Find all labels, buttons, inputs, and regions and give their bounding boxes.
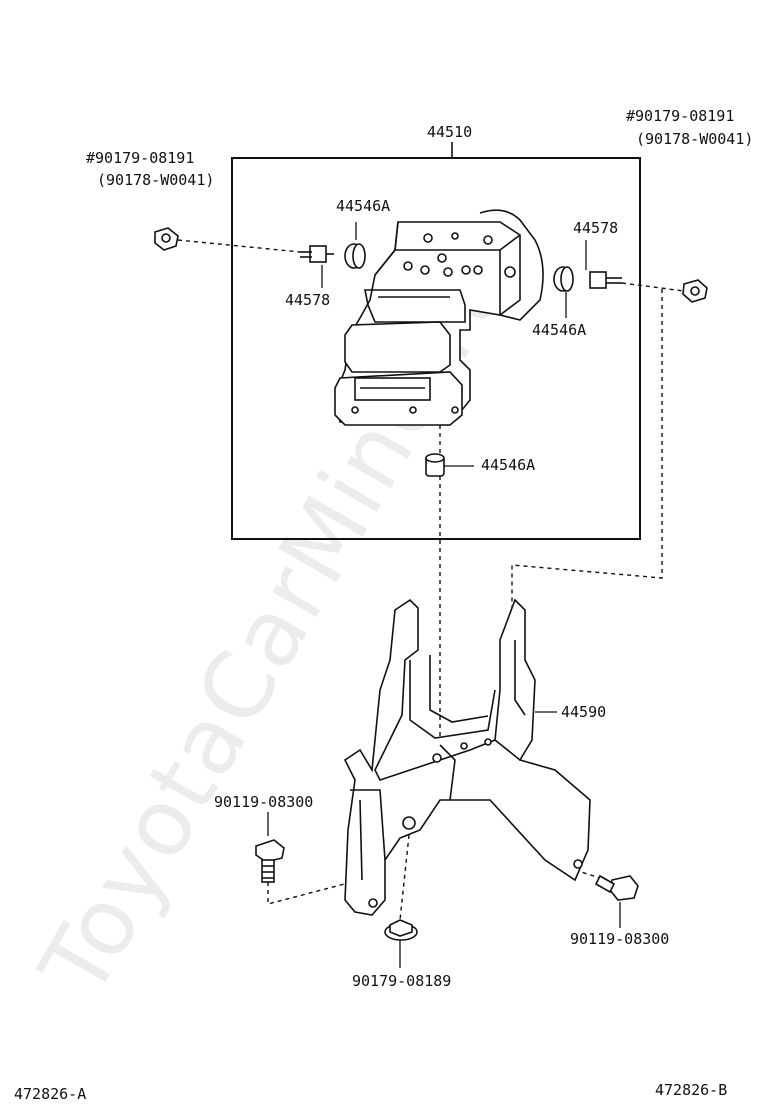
label-bracket: 44590 [561,703,607,721]
label-nut-right-2: (90178-W0041) [636,130,754,148]
label-nut-bottom: 90179-08189 [352,972,452,990]
nut-left [154,227,179,251]
cushion-upper-left [344,243,366,269]
label-stud-right: 44578 [573,219,619,237]
label-bolt-right: 90119-08300 [570,930,670,948]
ref-code-right: 472826-B [655,1081,728,1099]
cushion-upper-right [553,266,574,292]
label-cushion-b: 44546A [532,321,587,339]
label-nut-left-1: #90179-08191 [86,149,195,167]
label-nut-right-1: #90179-08191 [626,107,735,125]
assembly-frame [231,157,641,540]
ref-code-left: 472826-A [14,1085,87,1103]
cushion-lower [425,453,445,477]
label-cushion-a: 44546A [336,197,391,215]
stud-right [589,271,622,289]
label-assembly: 44510 [427,123,473,141]
nut-right [682,279,708,303]
mounting-bracket [343,598,591,916]
abs-actuator [334,209,544,426]
label-stud-left: 44578 [285,291,331,309]
label-nut-left-2: (90178-W0041) [97,171,215,189]
label-bolt-left: 90119-08300 [214,793,314,811]
stud-left [300,245,334,263]
bolt-left [255,839,285,883]
label-cushion-c: 44546A [481,456,536,474]
nut-bottom [384,919,418,941]
bolt-right [594,874,639,901]
